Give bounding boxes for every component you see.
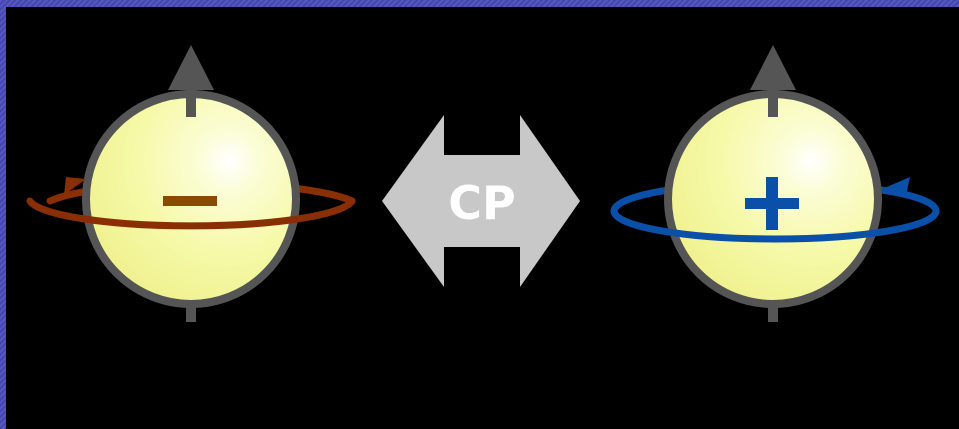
right-charge-sign-icon [766,177,778,230]
cp-symmetry-diagram: CP [26,45,940,322]
diagram-canvas: CP [6,7,959,429]
left-up-arrow-icon [168,45,214,90]
left-spin-ring-front [26,197,356,230]
cp-transform: CP [382,115,580,287]
right-spin-arrow-icon [882,177,910,195]
left-particle [26,45,356,322]
cp-label: CP [448,176,515,230]
right-up-arrow-icon [750,45,796,90]
right-particle [610,45,940,322]
right-axis-top [768,85,778,117]
left-charge-sign-icon [163,196,217,206]
left-axis-top [186,85,196,117]
double-arrow-icon [382,115,580,287]
left-spin-arrow-icon [64,177,86,195]
right-spin-ring-front [610,207,940,243]
